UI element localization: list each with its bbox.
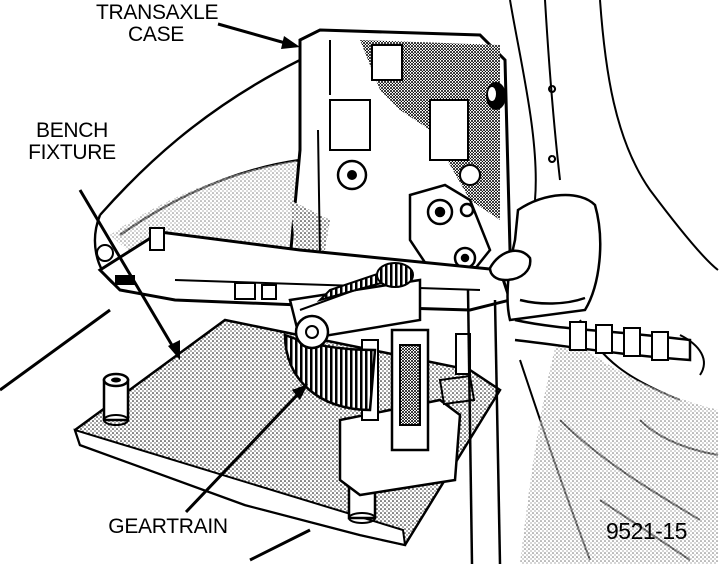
- garment-stipple: [520, 330, 718, 564]
- lower-left-pointer: [0, 308, 111, 392]
- arrowheads: [168, 36, 308, 400]
- bench-post-left: [102, 372, 130, 426]
- geartrain-gears: [283, 262, 422, 412]
- figure-number: 9521-15: [606, 518, 687, 544]
- geartrain-label: GEARTRAIN: [108, 515, 228, 538]
- bench-fixture-label-line2: FIXTURE: [28, 141, 116, 164]
- bench-fixture-leader: [78, 189, 178, 353]
- geartrain-arrowhead: [292, 384, 308, 400]
- transaxle-case-label-line2: CASE: [128, 23, 184, 46]
- case-side-marks: [548, 85, 557, 163]
- bottom-pointer: [249, 528, 311, 562]
- transaxle-case-arrowhead: [281, 36, 300, 49]
- geartrain-leader: [184, 388, 304, 514]
- bench-fixture-label-line1: BENCH: [35, 119, 108, 142]
- watch-band: [569, 321, 705, 376]
- bench-fixture-label: BENCH FIXTURE: [26, 120, 118, 164]
- stand-legs: [466, 289, 502, 564]
- transaxle-case-label-line1: TRANSAXLE: [96, 1, 219, 24]
- bench-fixture-arrowhead: [168, 340, 180, 360]
- case-knob: [486, 82, 506, 110]
- support-block: [338, 328, 476, 497]
- shift-linkage: [408, 183, 492, 277]
- transaxle-case-label: TRANSAXLE CASE: [96, 1, 219, 46]
